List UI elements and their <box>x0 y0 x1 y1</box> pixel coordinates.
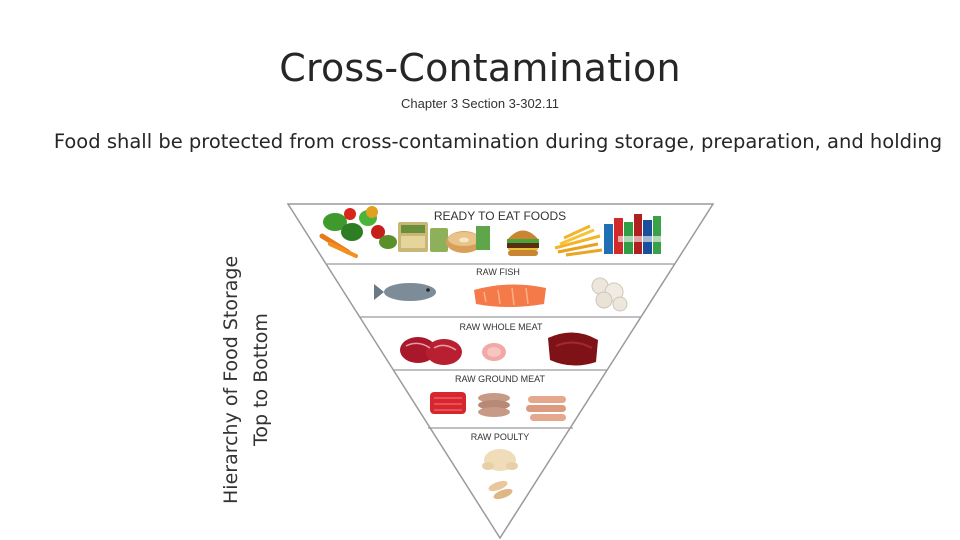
tier-label-ready-to-eat: READY TO EAT FOODS <box>434 209 566 223</box>
tier-label-raw-fish: RAW FISH <box>476 267 520 277</box>
chicken-breasts-icon <box>488 480 513 500</box>
packaged-deli-icon <box>398 222 448 252</box>
fries-icon <box>554 224 603 257</box>
sausages-icon <box>526 396 566 421</box>
whole-chicken-icon <box>482 449 518 471</box>
slide-subtitle: Chapter 3 Section 3-302.11 <box>400 96 560 111</box>
burger-icon <box>507 230 539 256</box>
steaks-icon <box>400 337 462 365</box>
drinks-icon <box>604 214 662 254</box>
bagel-icon <box>446 226 490 253</box>
shrimp-icon <box>591 277 628 312</box>
tier-label-raw-ground-meat: RAW GROUND MEAT <box>455 374 545 384</box>
vegetables-icon <box>319 206 397 258</box>
salmon-fillet-icon <box>474 284 546 307</box>
tier-label-raw-whole-meat: RAW WHOLE MEAT <box>460 322 544 332</box>
patties-icon <box>478 393 510 417</box>
pork-chop-icon <box>482 343 506 361</box>
slide-title: Cross-Contamination <box>279 46 681 90</box>
beef-roast-icon <box>548 332 598 366</box>
ground-beef-icon <box>430 392 466 414</box>
tier-label-raw-poultry: RAW POULTY <box>471 432 530 442</box>
food-protection-statement: Food shall be protected from cross-conta… <box>53 130 943 153</box>
whole-fish-icon <box>374 283 436 301</box>
